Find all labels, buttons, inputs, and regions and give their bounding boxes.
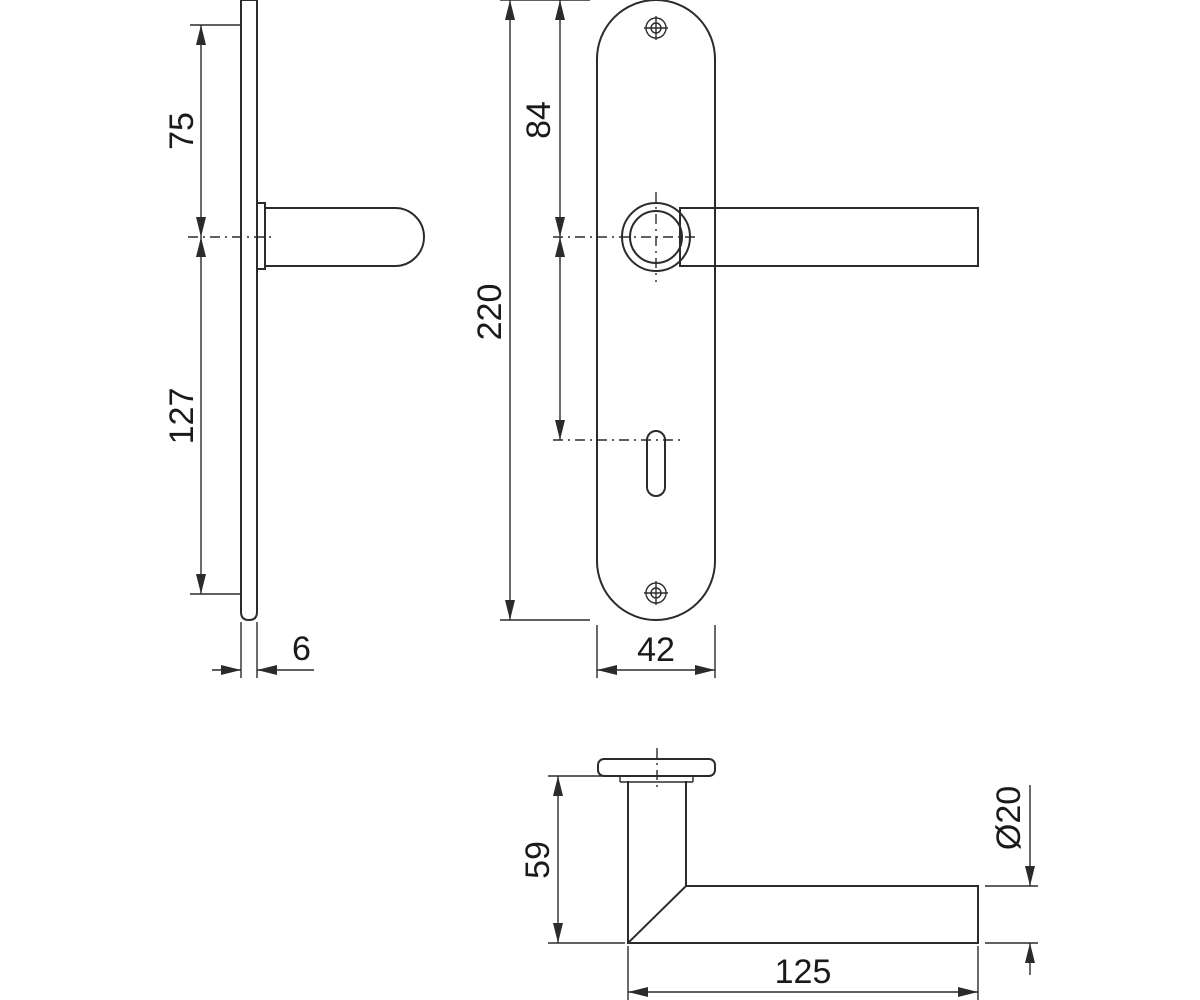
screw-bottom-icon xyxy=(644,581,668,605)
front-view: 220 84 42 xyxy=(471,0,979,678)
dim-220-label: 220 xyxy=(471,284,509,341)
front-backplate xyxy=(596,0,716,621)
dim-84-label: 84 xyxy=(520,101,558,139)
front-lever xyxy=(679,207,979,267)
bottom-lever-miter xyxy=(626,884,688,945)
side-rose xyxy=(256,202,266,270)
dim-125-label: 125 xyxy=(775,953,832,991)
bottom-view: 59 125 Ø20 xyxy=(519,748,1038,1000)
dim-6-label: 6 xyxy=(292,630,311,668)
dim-42-label: 42 xyxy=(637,631,675,669)
dim-75-label: 75 xyxy=(163,112,201,150)
dim-127-label: 127 xyxy=(163,388,201,445)
dim-20-label: Ø20 xyxy=(990,786,1028,850)
screw-top-icon xyxy=(644,16,668,40)
keyhole-icon xyxy=(646,430,666,497)
dim-59-label: 59 xyxy=(519,841,557,879)
side-lever xyxy=(264,207,425,267)
side-view: 75 127 6 xyxy=(163,0,425,678)
bottom-lever xyxy=(627,781,979,944)
side-backplate xyxy=(240,0,258,622)
